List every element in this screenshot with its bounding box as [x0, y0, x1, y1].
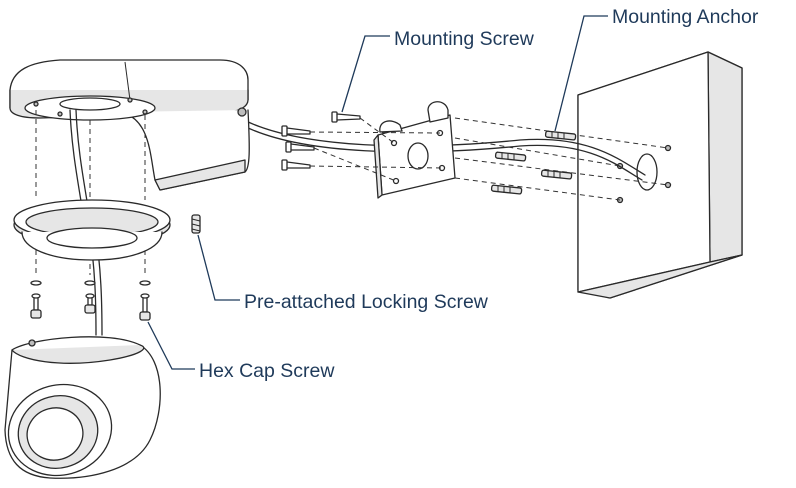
wall-hole [664, 181, 672, 189]
plate-hole [392, 177, 400, 185]
wall-bracket [9, 59, 250, 191]
wall-panel [577, 51, 743, 299]
label-hex-cap-screw: Hex Cap Screw [199, 360, 335, 382]
mounting-screw [281, 159, 311, 171]
cable [239, 117, 646, 181]
mounting-anchor [544, 130, 577, 141]
mounting-anchor [490, 184, 523, 195]
mounting-screw [285, 141, 315, 153]
hex-cap-screw [139, 280, 151, 321]
leader-hex-cap-screw [147, 321, 195, 370]
plate-hole [390, 139, 398, 147]
leader-locking-screw [197, 234, 240, 301]
label-pre-attached-locking-screw: Pre-attached Locking Screw [244, 291, 489, 313]
leader-mounting-screw [341, 35, 390, 113]
wall-cable-hole [636, 153, 658, 191]
mount-adapter-ring [13, 199, 171, 261]
hex-cap-screws [30, 280, 151, 321]
wall-hole [664, 144, 672, 152]
label-mounting-anchor: Mounting Anchor [612, 6, 759, 28]
hex-cap-screw [30, 280, 42, 319]
plate-center-hole [407, 142, 429, 170]
mounting-anchor [540, 169, 573, 180]
mounting-screws [281, 111, 443, 182]
leader-mounting-anchor [554, 15, 608, 132]
dome-camera [4, 336, 161, 479]
mounting-plate [373, 101, 456, 199]
pre-attached-locking-screw [191, 214, 201, 234]
mounting-anchor [494, 151, 527, 162]
label-mounting-screw: Mounting Screw [394, 28, 535, 50]
mounting-screw [331, 111, 361, 123]
hex-cap-screw [84, 280, 96, 314]
mounting-screw [281, 125, 311, 137]
leader-lines [147, 15, 608, 370]
mounting-anchors [490, 130, 577, 195]
